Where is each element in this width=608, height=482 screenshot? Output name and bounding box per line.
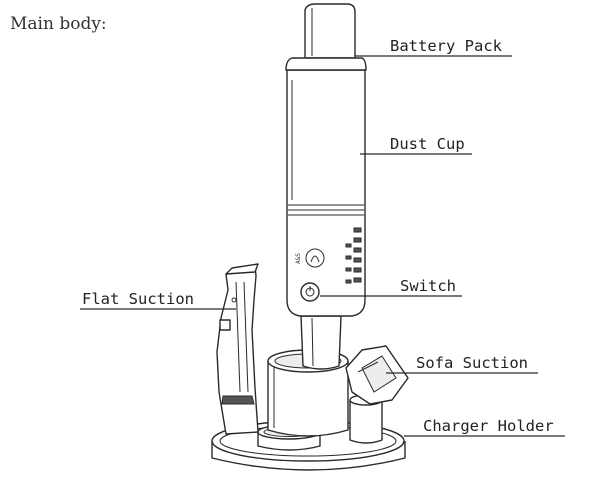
- label-dust-cup: Dust Cup: [390, 135, 465, 153]
- flat-suction-tool: [216, 263, 259, 435]
- vacuum-nozzle: [300, 315, 342, 370]
- label-charger-holder: Charger Holder: [423, 417, 554, 435]
- vacuum-main-body: A&S: [286, 69, 366, 317]
- label-battery-pack: Battery Pack: [390, 37, 503, 55]
- leader-lines: [80, 55, 565, 437]
- label-switch: Switch: [400, 277, 456, 295]
- brand-logo: A&S: [295, 248, 325, 268]
- power-switch: [300, 282, 320, 302]
- section-heading: Main body:: [10, 14, 107, 34]
- label-sofa-suction: Sofa Suction: [416, 354, 528, 372]
- brand-logo-text: A&S: [295, 253, 302, 264]
- battery-pack: [285, 3, 367, 71]
- sofa-suction-tool: [345, 345, 409, 444]
- label-flat-suction: Flat Suction: [82, 290, 194, 308]
- part-labels: Battery Pack Dust Cup Switch Flat Suctio…: [82, 37, 554, 435]
- vent-grille: [345, 227, 362, 284]
